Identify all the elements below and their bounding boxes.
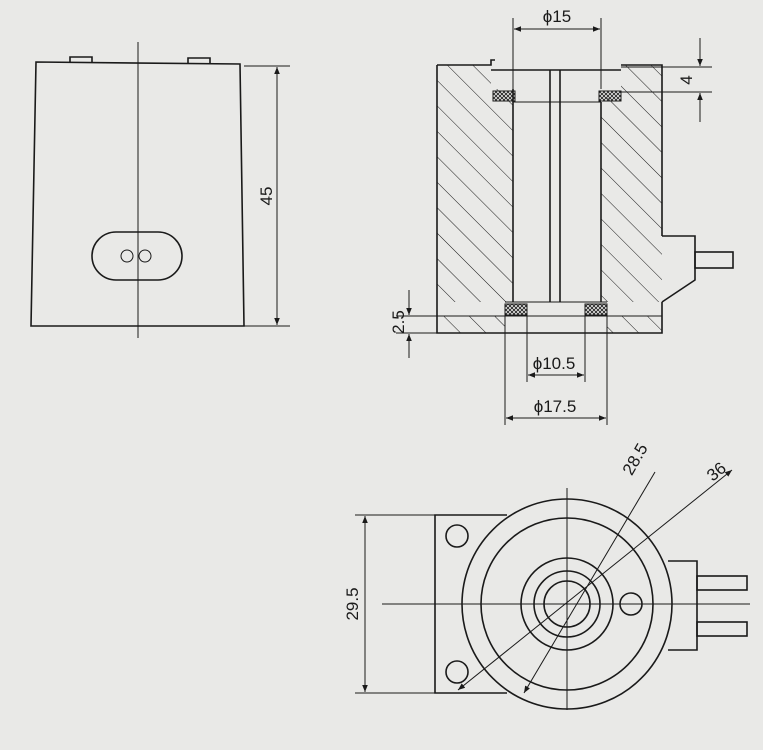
front-view-tab-left (69, 56, 93, 62)
top-view: 28.5 36 29.5 (343, 440, 750, 710)
mounting-hole-bottom (445, 660, 469, 684)
o-ring-top-right (598, 90, 622, 102)
mounting-hole-top (445, 524, 469, 548)
section-connector-boss (661, 235, 696, 303)
dim-45-label: 45 (257, 187, 276, 206)
section-outline-right (621, 64, 663, 236)
terminal-pin-bottom (696, 621, 748, 637)
dim-28-5-leader (523, 471, 656, 694)
dim-4-label: 4 (677, 75, 696, 84)
dim-2-5-label: 2.5 (389, 310, 408, 334)
dim-15-label: ϕ15 (543, 7, 571, 26)
dim-36-label: 36 (703, 458, 730, 485)
section-right-wall (601, 65, 662, 302)
dim-29-5-label: 29.5 (343, 587, 362, 620)
section-outline (436, 59, 663, 334)
o-ring-top-left (492, 90, 516, 102)
o-ring-bottom-left (504, 303, 528, 316)
connector-pin-left (120, 249, 134, 263)
dim-36-leader (457, 469, 733, 691)
dim-17-5-label: ϕ17.5 (534, 397, 577, 416)
section-bottom-left (437, 316, 505, 333)
section-view: ϕ15 4 2.5 ϕ10.5 ϕ17.5 (389, 7, 734, 425)
o-ring-bottom-right (584, 303, 608, 316)
dim-28-5-label: 28.5 (619, 440, 652, 478)
front-view-tab-right (187, 57, 211, 63)
connector-pin-right (138, 249, 152, 263)
section-bottom-right (607, 316, 662, 333)
front-view: 45 (30, 42, 290, 338)
terminal-pin-top (696, 575, 748, 591)
section-left-wall (437, 65, 513, 302)
dim-10-5-label: ϕ10.5 (533, 354, 576, 373)
section-connector-pin (694, 251, 734, 269)
connector-plug-outline (91, 231, 183, 281)
